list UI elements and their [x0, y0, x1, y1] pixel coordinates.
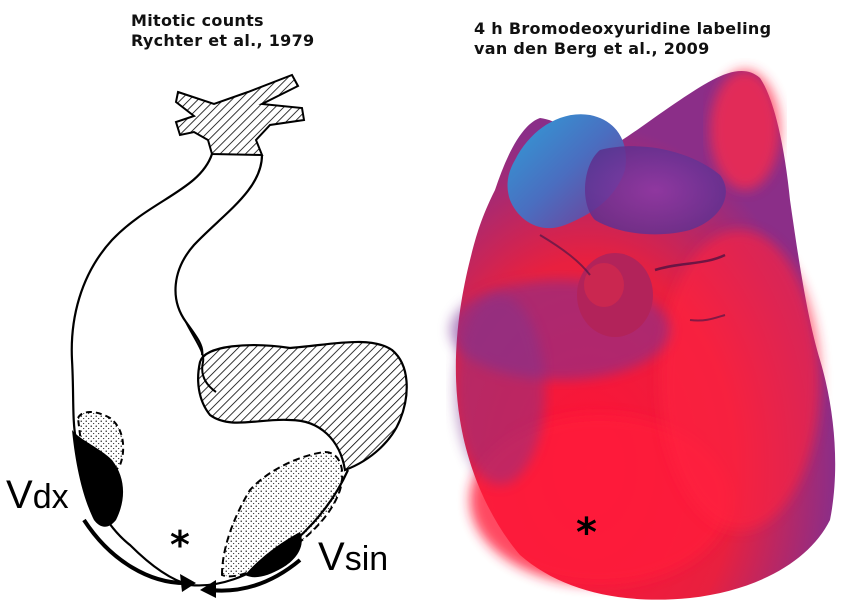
left-heart-drawing: Vdx Vsin * [6, 75, 407, 598]
label-vdx: Vdx [6, 473, 69, 517]
heat-highlight-top-right [710, 70, 780, 190]
arrow-right-head [200, 580, 216, 598]
heat-purple-left [455, 295, 545, 485]
label-vsin: Vsin [318, 535, 388, 579]
right-asterisk: * [576, 510, 597, 556]
atrium-hatched [198, 342, 407, 470]
outflow-tract-hatched [176, 75, 304, 155]
right-heart-3d-render: * [450, 70, 835, 600]
left-asterisk: * [170, 523, 190, 567]
heat-highlight-right [660, 230, 820, 530]
central-knob-shade [584, 263, 624, 307]
arrow-left-head [180, 574, 196, 592]
